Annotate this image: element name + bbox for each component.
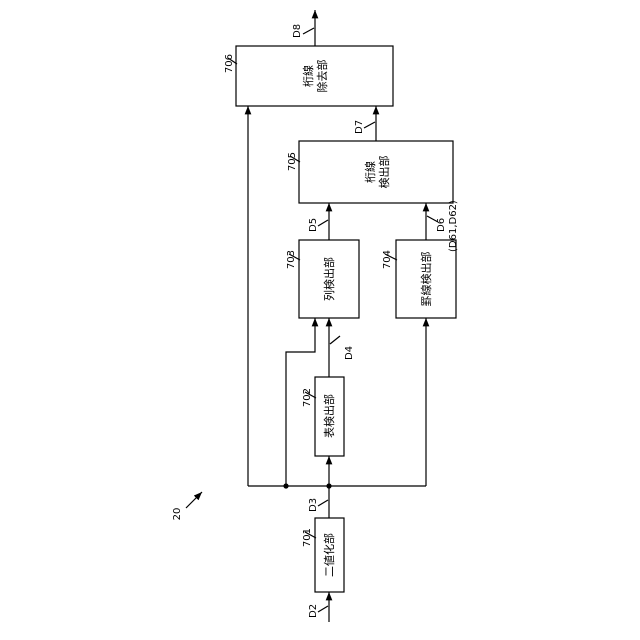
block-704-ref: 704: [382, 250, 393, 269]
signal-d8: D8: [292, 24, 303, 38]
junction-dot-center: [326, 483, 331, 488]
signal-d7: D7: [354, 120, 365, 134]
block-702-label: 表検出部: [322, 394, 336, 438]
block-705-ref: 705: [287, 152, 298, 171]
block-706-label-line2: 除去部: [315, 60, 329, 93]
signal-d2-leader: [318, 606, 328, 612]
block-702-ref: 702: [302, 388, 313, 407]
block-705-label-line2: 検出部: [377, 156, 391, 189]
signal-d2: D2: [308, 604, 319, 618]
figure-ref-arrow: [186, 492, 202, 508]
block-703-ref: 703: [286, 250, 297, 269]
figure-ref-number: 20: [172, 508, 183, 521]
signal-d6: D6: [436, 218, 447, 232]
signal-d5: D5: [308, 218, 319, 232]
signal-d6-sub: (D61,D62): [448, 200, 459, 252]
signal-d7-leader: [364, 122, 375, 128]
signal-d4-leader: [330, 336, 340, 344]
block-704-label: 罫線検出部: [419, 252, 433, 307]
block-706-label-line1: 桁線: [301, 65, 315, 87]
block-701-ref: 701: [302, 528, 313, 547]
signal-d8-leader: [303, 28, 314, 34]
signal-d4: D4: [344, 346, 355, 360]
block-703-label: 列検出部: [322, 257, 336, 301]
block-701-label: 二値化部: [322, 533, 336, 577]
signal-d5-leader: [318, 220, 328, 226]
signal-d3: D3: [308, 498, 319, 512]
block-706-ref: 706: [224, 54, 235, 73]
signal-d3-leader: [318, 500, 328, 506]
junction-dot-left: [283, 483, 288, 488]
block-705-label-line1: 桁線: [363, 161, 377, 183]
